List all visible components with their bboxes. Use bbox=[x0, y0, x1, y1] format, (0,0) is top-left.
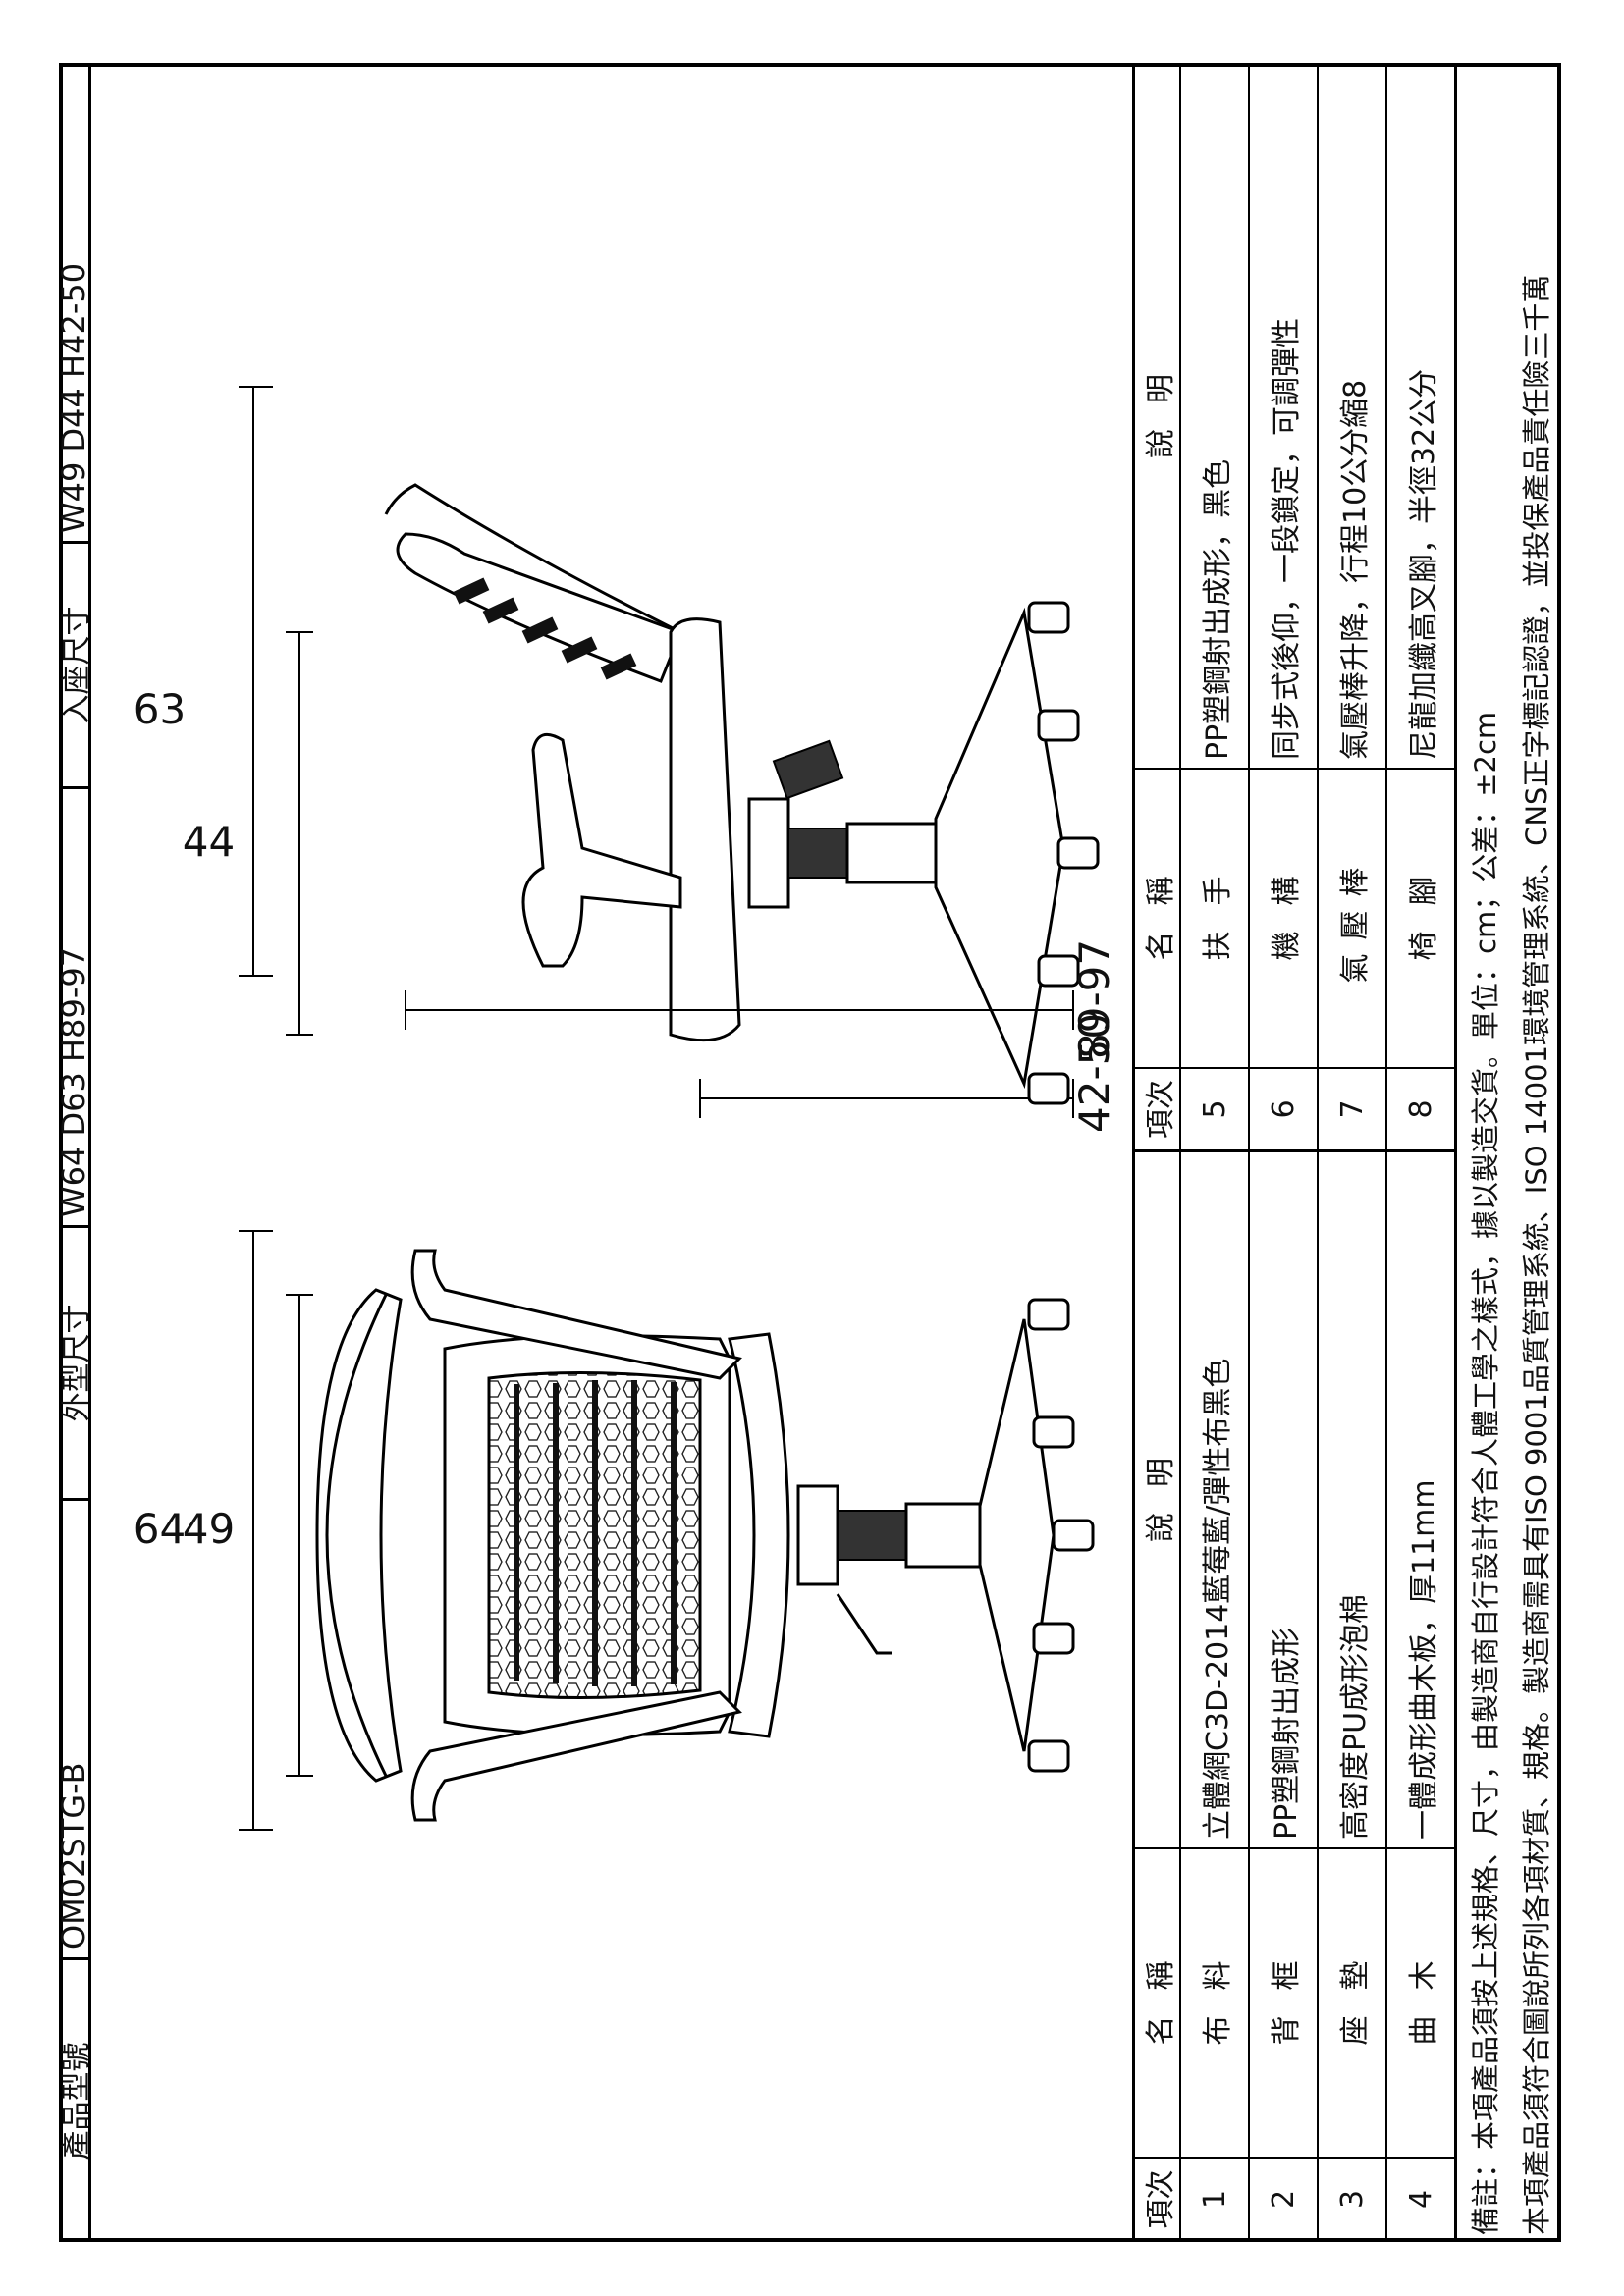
row-desc: 立體網C3D-2014藍莓藍/彈性布黑色 bbox=[1201, 1358, 1235, 1840]
header-name: 名稱 bbox=[1143, 850, 1178, 961]
row-no: 2 bbox=[1266, 2189, 1301, 2210]
row-desc: 高密度PU成形泡棉 bbox=[1338, 1593, 1373, 1840]
row-name: 背框 bbox=[1270, 1935, 1304, 2046]
row-name: 機構 bbox=[1270, 850, 1304, 961]
dim-side-seat-depth: 44 bbox=[182, 817, 236, 866]
chair-drawings bbox=[239, 386, 1100, 1831]
note-line-1: 備註：本項產品須按上述規格、尺寸，由製造商自行設計符合人體工學之樣式，據以製造交… bbox=[1469, 711, 1502, 2235]
row-desc: 氣壓棒升降，行程10公分縮8 bbox=[1338, 379, 1373, 760]
outer-size-value: W64 D63 H89-97 bbox=[59, 946, 88, 1217]
row-desc: PP塑鋼射出成形，黑色 bbox=[1201, 458, 1235, 760]
row-no: 6 bbox=[1266, 1099, 1301, 1119]
front-dimensions bbox=[239, 1079, 1074, 1831]
row-name: 布料 bbox=[1201, 1935, 1235, 2046]
row-no: 4 bbox=[1403, 2189, 1438, 2210]
row-name: 曲木 bbox=[1407, 1935, 1441, 2046]
side-dimensions bbox=[239, 386, 1074, 1036]
table-bottom-rule bbox=[1454, 63, 1457, 2242]
header-no: 項次 bbox=[1143, 1080, 1178, 1139]
row-no: 5 bbox=[1197, 1099, 1232, 1119]
row-name: 扶手 bbox=[1201, 850, 1235, 961]
row-no: 3 bbox=[1334, 2189, 1370, 2210]
front-view bbox=[315, 1249, 1095, 1822]
seat-size-label: 入座尺寸 bbox=[60, 606, 88, 724]
dim-front-width: 64 bbox=[133, 1504, 187, 1553]
row-name: 氣壓棒 bbox=[1338, 853, 1373, 984]
row-no: 1 bbox=[1197, 2189, 1232, 2210]
header-name: 名稱 bbox=[1143, 1935, 1178, 2046]
row-name: 座墊 bbox=[1338, 1935, 1373, 2046]
row-no: 8 bbox=[1403, 1099, 1438, 1119]
row-name: 椅腳 bbox=[1407, 850, 1441, 961]
header-desc: 說明 bbox=[1143, 348, 1178, 458]
dim-side-depth: 63 bbox=[133, 684, 187, 733]
row-desc: PP塑鋼射出成形 bbox=[1270, 1627, 1304, 1840]
model-value: OM02STG-B bbox=[59, 1762, 88, 1949]
header-no: 項次 bbox=[1143, 2169, 1178, 2229]
seat-size-value: W49 D44 H42-50 bbox=[59, 262, 88, 533]
header-desc: 說明 bbox=[1143, 1432, 1178, 1542]
side-view bbox=[384, 483, 1100, 1105]
row-desc: 尼龍加纖高叉腳，半徑32公分 bbox=[1407, 368, 1441, 760]
dim-front-back-width: 49 bbox=[182, 1504, 236, 1553]
note-line-2: 本項產品須符合圖說所列各項材質、規格。製造商需具有ISO 9001品質管理系統、… bbox=[1520, 274, 1553, 2235]
dim-side-height: 89-97 bbox=[1070, 938, 1118, 1059]
outer-size-label: 外型尺寸 bbox=[60, 1304, 88, 1422]
row-desc: 同步式後仰，一段鎖定，可調彈性 bbox=[1270, 318, 1304, 760]
model-label: 產品型號 bbox=[60, 2042, 88, 2161]
row-no: 7 bbox=[1334, 1099, 1370, 1119]
row-desc: 一體成形曲木板，厚11mm bbox=[1407, 1479, 1441, 1840]
